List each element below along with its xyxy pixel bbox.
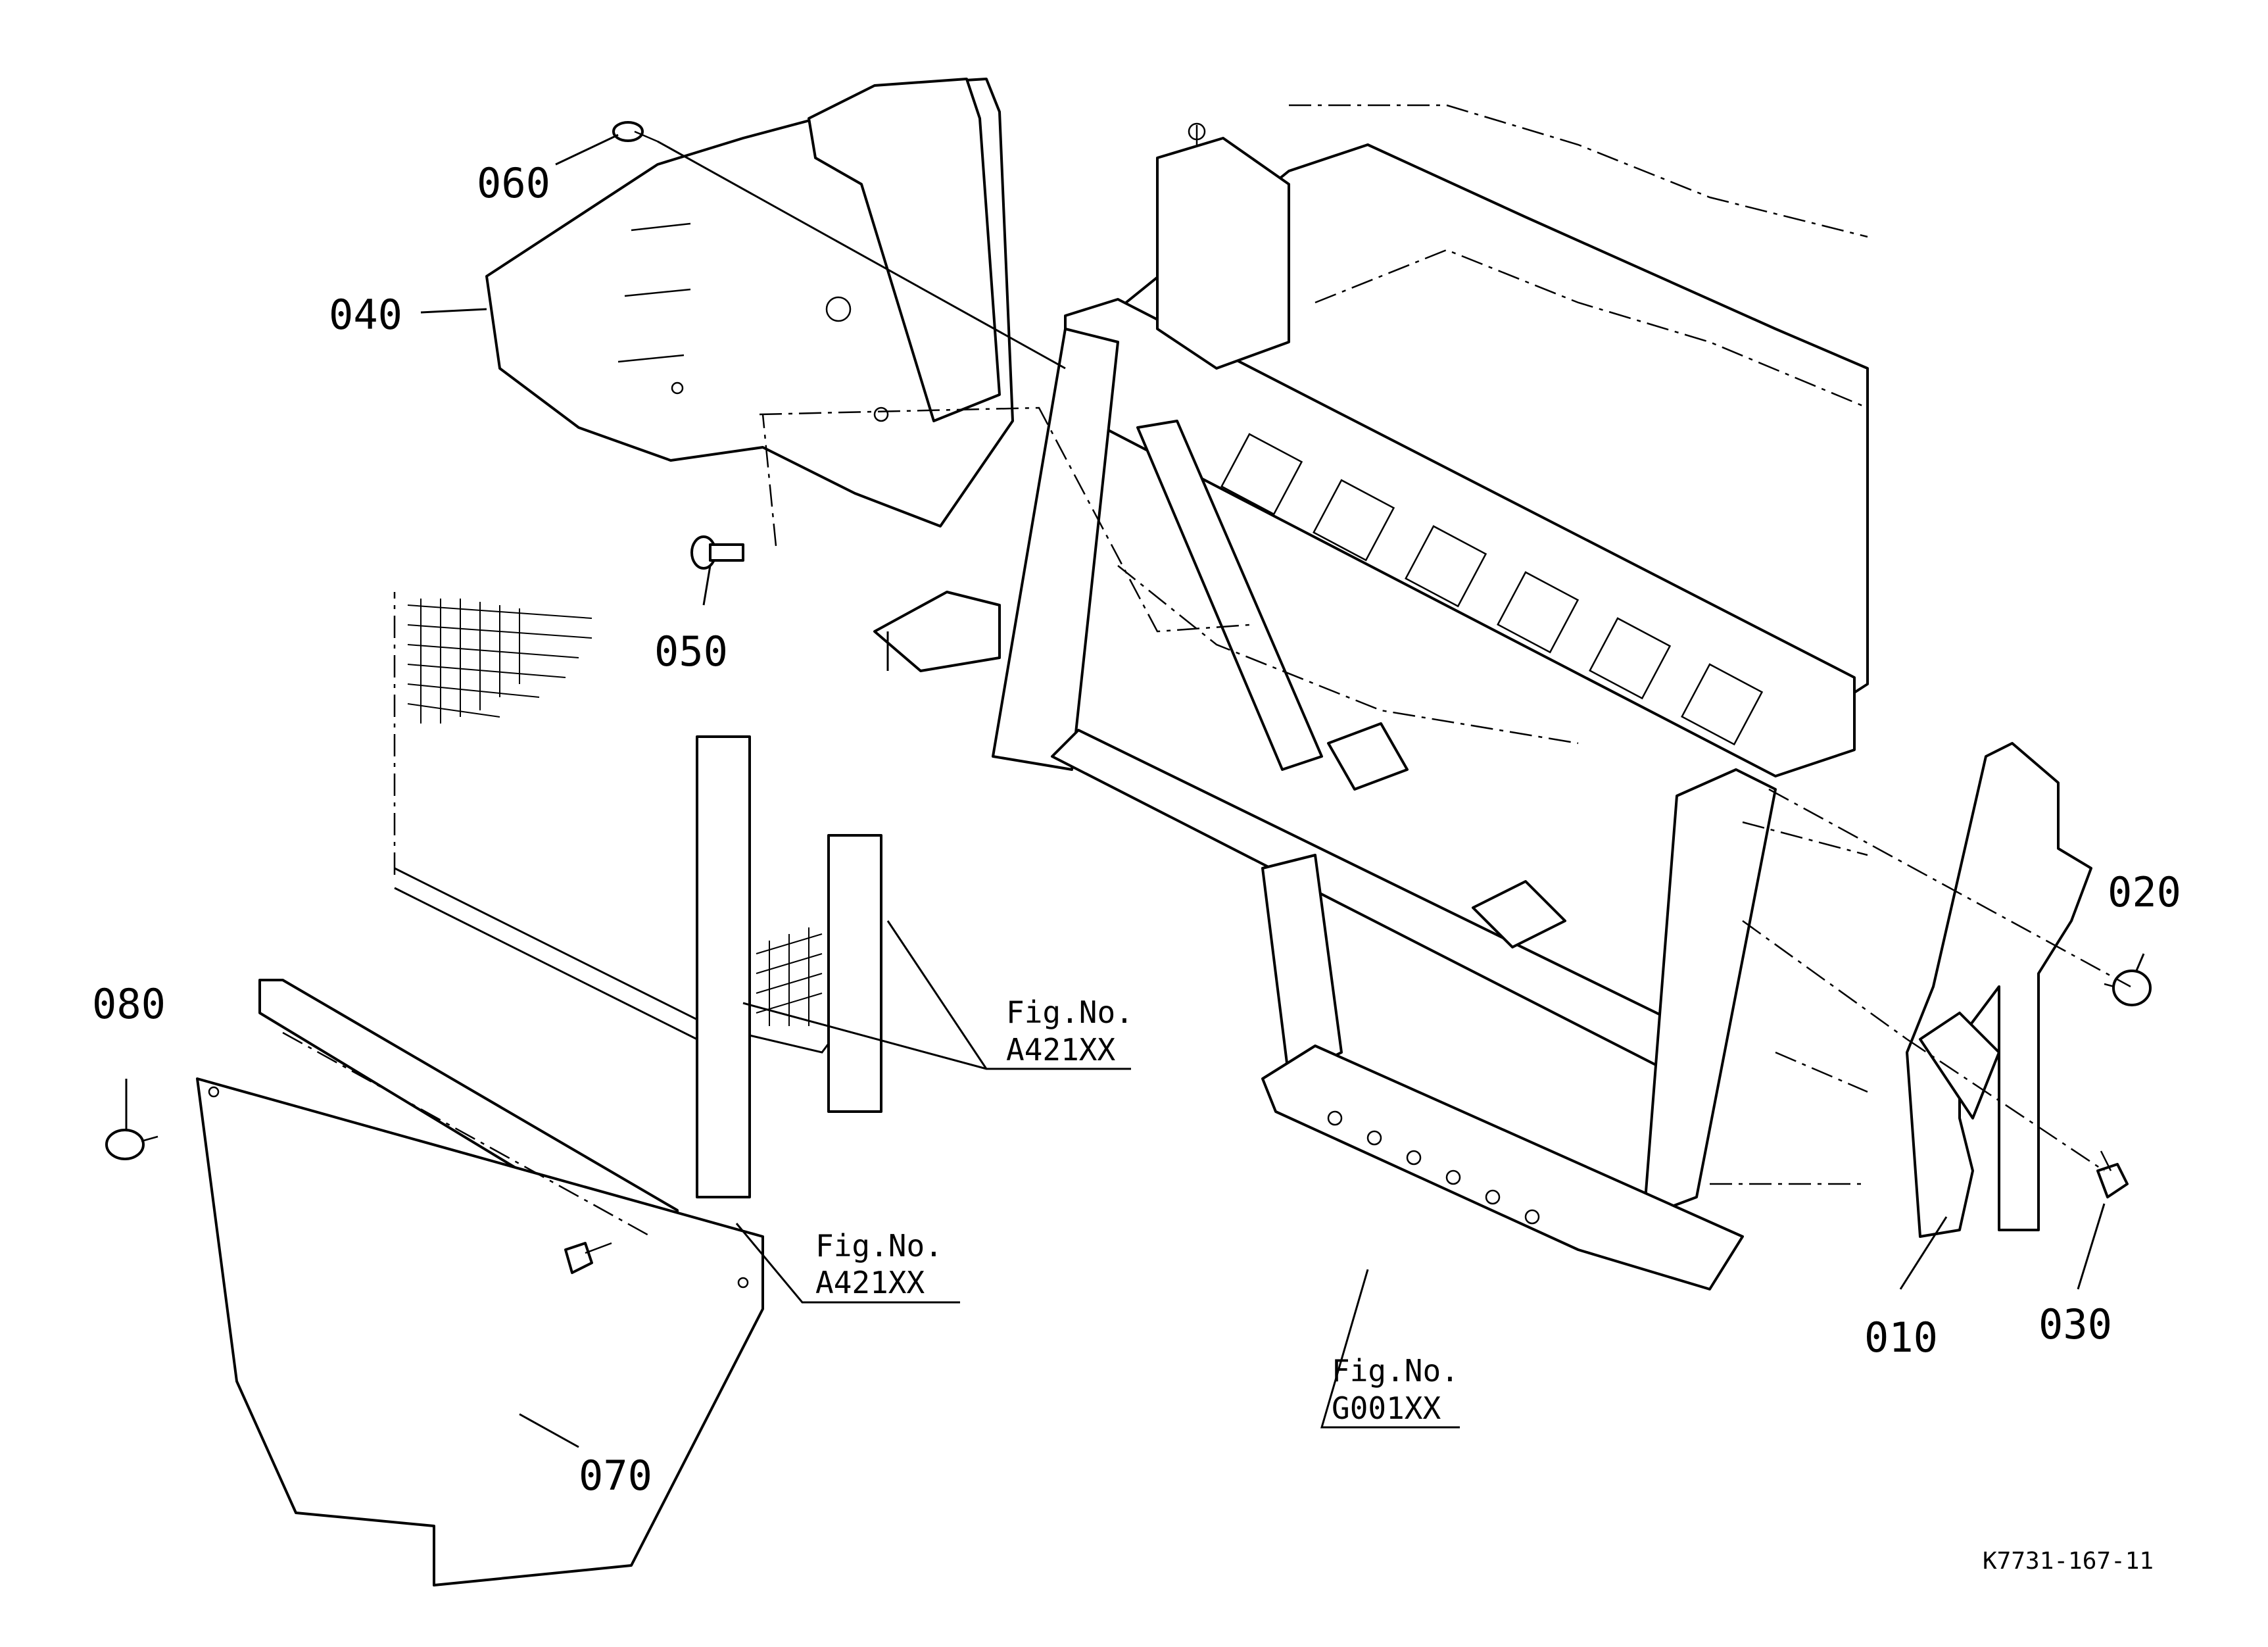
assembly-lines bbox=[282, 140, 2131, 1238]
main-frame bbox=[873, 104, 1869, 1291]
air-guide-assembly bbox=[485, 78, 1014, 570]
radiator-mesh bbox=[407, 599, 823, 1026]
fig-ref-code-2: A421XX bbox=[815, 1265, 925, 1300]
fig-ref-prefix-3: Fig.No. bbox=[1332, 1353, 1459, 1389]
side-shield-assembly bbox=[1906, 742, 2152, 1238]
part-label-050: 050 bbox=[654, 627, 728, 676]
fig-ref-prefix-2: Fig.No. bbox=[815, 1228, 943, 1264]
part-label-070: 070 bbox=[579, 1452, 652, 1500]
fig-ref-code-1: A421XX bbox=[1006, 1032, 1115, 1068]
lower-panel-assembly bbox=[105, 979, 764, 1586]
radiator-outline bbox=[393, 592, 882, 1198]
part-label-060: 060 bbox=[477, 159, 550, 207]
fig-ref-prefix-1: Fig.No. bbox=[1006, 995, 1134, 1030]
part-label-080: 080 bbox=[92, 980, 166, 1028]
leader-lines bbox=[125, 134, 2145, 1448]
part-label-030: 030 bbox=[2039, 1300, 2112, 1348]
part-label-020: 020 bbox=[2108, 868, 2181, 916]
fig-ref-code-3: G001XX bbox=[1332, 1390, 1441, 1426]
drawing-code: K7731-167-11 bbox=[1983, 1548, 2154, 1575]
part-label-040: 040 bbox=[329, 291, 402, 339]
part-label-010: 010 bbox=[1864, 1314, 1938, 1362]
